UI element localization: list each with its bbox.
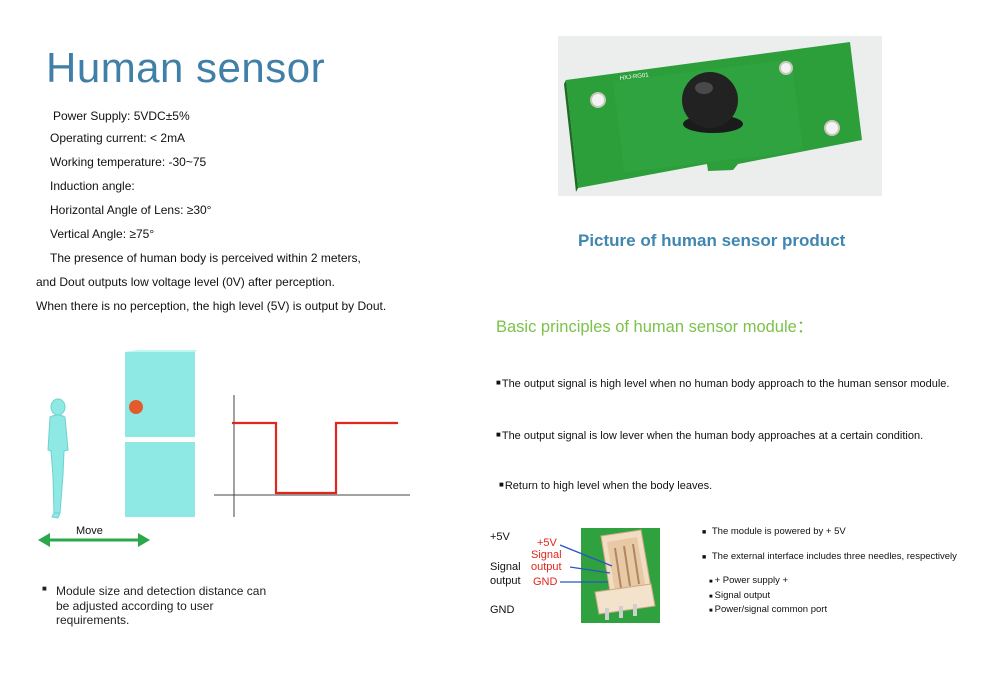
spec-dout-high: When there is no perception, the high le…	[36, 299, 387, 313]
note-line-2: be adjusted according to user	[56, 598, 214, 613]
move-label: Move	[76, 525, 103, 537]
principles-title: Basic principles of human sensor module：	[496, 318, 814, 336]
connector-photo	[581, 528, 660, 623]
red-label-gnd: GND	[533, 576, 558, 588]
bullet-icon: ■	[702, 529, 707, 536]
note-line-1: Module size and detection distance can	[56, 584, 267, 598]
spec-horizontal-angle: Horizontal Angle of Lens: ≥30°	[50, 203, 212, 217]
spec-dout-low: and Dout outputs low voltage level (0V) …	[36, 275, 335, 289]
principle-high-level: ■The output signal is high level when no…	[496, 378, 950, 390]
red-label-5v: +5V	[537, 537, 557, 549]
person-figure	[47, 398, 69, 519]
move-arrow	[38, 533, 150, 547]
spec-operating-current: Operating current: < 2mA	[50, 131, 186, 145]
bottom-note: ■ Module size and detection distance can…	[42, 584, 266, 628]
bullet-icon: ■	[42, 584, 47, 593]
principle-low-level: ■The output signal is low lever when the…	[496, 430, 924, 442]
pcb-label: HXJ-RG01	[620, 72, 650, 82]
red-label-output: output	[531, 561, 562, 573]
pin-label-signal: Signal	[490, 561, 521, 573]
pointer-lines	[560, 544, 613, 583]
sensor-block-top	[125, 350, 197, 437]
bullet-icon: ■	[709, 608, 713, 614]
spec-presence-detection: The presence of human body is perceived …	[50, 251, 361, 265]
spec-induction-angle: Induction angle:	[50, 179, 135, 193]
connector-illustration	[581, 528, 660, 623]
pcb-illustration: HXJ-RG01	[564, 42, 862, 192]
bullet-icon: ■	[499, 480, 504, 489]
sensor-block-bottom	[125, 442, 195, 517]
product-photo: HXJ-RG01	[558, 36, 882, 196]
principle-return-high: ■Return to high level when the body leav…	[499, 480, 713, 492]
bullet-icon: ■	[496, 430, 501, 439]
bullet-icon: ■	[709, 594, 713, 600]
page-title: Human sensor	[46, 44, 326, 91]
interface-item-common: ■Power/signal common port	[709, 604, 828, 615]
red-label-signal: Signal	[531, 549, 562, 561]
spec-vertical-angle: Vertical Angle: ≥75°	[50, 227, 155, 241]
pin-label-5v: +5V	[490, 531, 510, 543]
spec-working-temperature: Working temperature: -30~75	[50, 155, 207, 169]
pin-label-gnd: GND	[490, 604, 515, 616]
bullet-icon: ■	[496, 378, 501, 387]
detection-diagram	[38, 350, 410, 547]
interface-item-signal: ■Signal output	[709, 590, 771, 601]
product-caption: Picture of human sensor product	[578, 231, 846, 250]
interface-item-power: ■+ Power supply +	[709, 575, 789, 586]
note-line-3: requirements.	[56, 613, 130, 627]
connector-note-power: ■ The module is powered by + 5V	[702, 526, 846, 537]
pin-label-output: output	[490, 575, 521, 587]
spec-power-supply: Power Supply: 5VDC±5%	[53, 109, 190, 123]
bullet-icon: ■	[702, 554, 707, 561]
connector-note-interface: ■ The external interface includes three …	[702, 551, 957, 562]
bullet-icon: ■	[709, 579, 713, 585]
